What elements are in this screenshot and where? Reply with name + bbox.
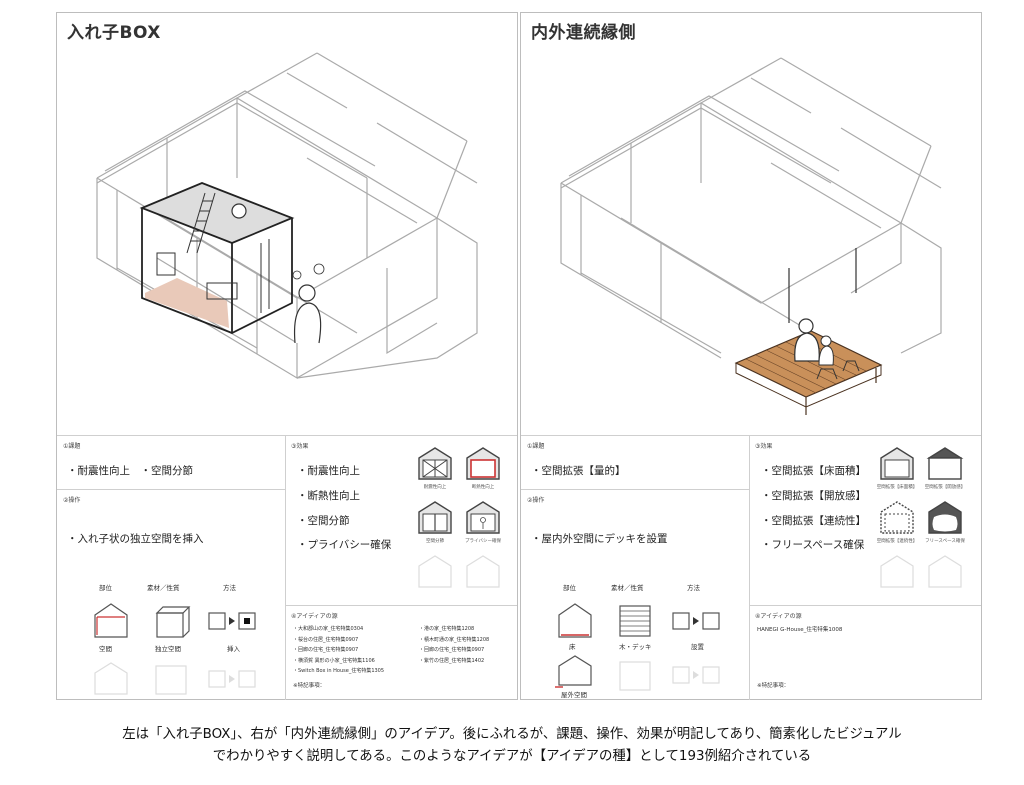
source-item: ・Switch Box in House_住宅特集1305 [293, 668, 385, 674]
column-head-method: 方法 [687, 584, 700, 592]
icon-caption: フリースペース確保 [925, 539, 965, 544]
right-card-title: 内外連続縁側 [531, 23, 636, 43]
placeholder-method-icon [672, 666, 720, 684]
label-install: 設置 [691, 643, 704, 651]
column-head-material: 素材／性質 [611, 584, 644, 592]
special-notes: ※特記事項： [757, 683, 790, 689]
outdoor-space-house-icon [555, 655, 592, 688]
operation-heading: ②操作 [63, 497, 81, 504]
divider [57, 435, 517, 436]
source-heading: ④アイディアの源 [291, 613, 338, 620]
placeholder-box-icon [619, 661, 651, 691]
effect-item: ・空間拡張【開放感】 [761, 490, 866, 502]
icon-caption: 空間拡張【開放感】 [924, 485, 966, 490]
divider [285, 435, 286, 700]
placeholder-house-icon [466, 555, 500, 588]
placeholder-house-icon [928, 555, 962, 588]
right-idea-card: 内外連続縁側 [520, 12, 982, 700]
insulation-house-icon [466, 447, 500, 480]
icon-caption: 空間拡張【床面積】 [876, 485, 918, 490]
issue-text: ・耐震性向上 ・空間分節 [67, 465, 193, 477]
icon-caption: プライバシー確保 [465, 539, 501, 544]
label-wood-deck: 木・デッキ [619, 643, 652, 651]
column-head-method: 方法 [223, 584, 236, 592]
source-item: ・回廊の住宅_住宅特集0907 [293, 647, 359, 653]
icon-caption: 空間拡張【連続性】 [876, 539, 918, 544]
effect-item: ・空間拡張【連続性】 [761, 515, 866, 527]
continuity-house-icon [880, 501, 914, 534]
veranda-deck-house-illustration [560, 57, 942, 415]
figure-caption: 左は「入れ子BOX」、右が「内外連続縁側」のアイデア。後にふれるが、課題、操作、… [0, 724, 1024, 768]
icon-caption: 断熱性向上 [471, 485, 495, 490]
divider [749, 605, 981, 606]
source-heading: ④アイディアの源 [755, 613, 802, 620]
seismic-house-icon [418, 447, 452, 480]
effect-item: ・フリースペース確保 [761, 539, 865, 551]
free-space-house-icon [928, 501, 962, 534]
source-item: ・横須賀 異形の小家_住宅特集1106 [293, 657, 375, 664]
effect-item: ・プライバシー確保 [297, 539, 392, 551]
placeholder-box-icon [155, 665, 187, 695]
placeholder-house-icon [94, 662, 128, 695]
independent-space-cube-icon [155, 606, 191, 638]
issue-text: ・空間拡張【量的】 [531, 465, 626, 477]
source-item: ・紫竹の住居_住宅特集1402 [419, 657, 485, 664]
column-head-part: 部位 [99, 584, 112, 592]
left-idea-card: 入れ子BOX [56, 12, 518, 700]
openness-house-icon [926, 447, 964, 480]
divider [521, 435, 981, 436]
label-outdoor-space: 屋外空間 [561, 691, 587, 699]
source-item: ・積木町通の家_住宅特集1208 [419, 636, 490, 643]
placeholder-house-icon [880, 555, 914, 588]
divider [57, 489, 285, 490]
issue-heading: ①課題 [527, 443, 545, 450]
source-item: ・港の家_住宅特集1208 [419, 626, 475, 632]
label-floor: 床 [569, 643, 576, 651]
install-method-icon [672, 612, 720, 630]
effect-item: ・耐震性向上 [297, 465, 360, 477]
special-notes: ※特記事項： [293, 683, 326, 689]
operation-text: ・入れ子状の独立空間を挿入 [67, 533, 204, 545]
column-head-material: 素材／性質 [147, 584, 180, 592]
effect-item: ・断熱性向上 [297, 490, 360, 502]
label-space: 空間 [99, 645, 112, 653]
wood-deck-icon [619, 605, 651, 637]
issue-heading: ①課題 [63, 443, 81, 450]
placeholder-method-icon [208, 670, 256, 688]
source-list-b: ・港の家_住宅特集1208 ・積木町通の家_住宅特集1208 ・回廊の住宅_住宅… [419, 624, 489, 666]
icon-caption: 耐震性向上 [423, 485, 447, 490]
source-list-a: ・大和郡山の家_住宅特集0304 ・桜台の住居_住宅特集0907 ・回廊の住宅_… [293, 624, 384, 677]
caption-line-1: 左は「入れ子BOX」、右が「内外連続縁側」のアイデア。後にふれるが、課題、操作、… [122, 727, 902, 742]
label-independent-space: 独立空間 [155, 645, 181, 653]
source-item: HANEGI G-House_住宅特集1008 [757, 627, 843, 633]
space-house-icon [94, 603, 128, 638]
divider [749, 435, 750, 700]
privacy-house-icon [466, 501, 500, 534]
floor-area-house-icon [880, 447, 914, 480]
nested-box-house-illustration [96, 52, 478, 380]
floor-house-icon [558, 603, 592, 638]
icon-caption: 空間分節 [426, 539, 444, 544]
source-item: ・回廊の住宅_住宅特集0907 [419, 647, 485, 653]
effect-heading: ③効果 [291, 443, 309, 450]
column-head-part: 部位 [563, 584, 576, 592]
divider [285, 605, 517, 606]
source-item: ・桜台の住居_住宅特集0907 [293, 636, 359, 643]
source-item: ・大和郡山の家_住宅特集0304 [293, 626, 364, 632]
caption-line-2: でわかりやすく説明してある。このようなアイデアが【アイデアの種】として193例紹… [212, 749, 812, 764]
left-card-title: 入れ子BOX [67, 23, 161, 43]
partition-house-icon [418, 501, 452, 534]
operation-text: ・屋内外空間にデッキを設置 [531, 533, 668, 545]
label-insert: 挿入 [227, 645, 240, 653]
placeholder-house-icon [418, 555, 452, 588]
divider [521, 489, 749, 490]
effect-heading: ③効果 [755, 443, 773, 450]
insert-method-icon [208, 612, 256, 630]
operation-heading: ②操作 [527, 497, 545, 504]
effect-item: ・空間拡張【床面積】 [761, 465, 866, 477]
effect-item: ・空間分節 [297, 515, 350, 527]
